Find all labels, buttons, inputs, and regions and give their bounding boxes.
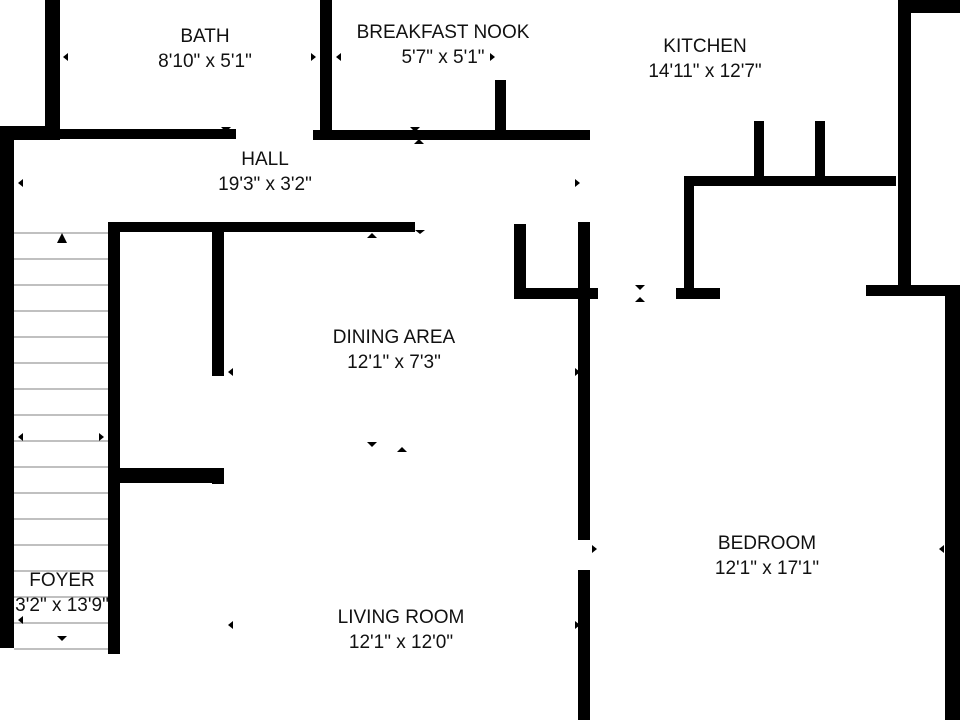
room-dimensions: 12'1" x 12'0" (348, 632, 454, 653)
room-name: BREAKFAST NOOK (356, 22, 530, 43)
room-label-bath: BATH 8'10" x 5'1" (158, 24, 252, 74)
room-label-foyer: FOYER 3'2" x 13'9" (15, 568, 109, 618)
room-name: KITCHEN (663, 36, 747, 57)
room-label-breakfast-nook: BREAKFAST NOOK 5'7" x 5'1" (357, 20, 530, 70)
room-dimensions: 14'11" x 12'7" (648, 61, 762, 82)
room-dimensions: 12'1" x 7'3" (347, 352, 441, 373)
room-label-living-room: LIVING ROOM 12'1" x 12'0" (338, 605, 465, 655)
room-label-dining-area: DINING AREA 12'1" x 7'3" (333, 325, 455, 375)
stair-up-arrow-icon (57, 233, 67, 243)
room-dimensions: 19'3" x 3'2" (218, 174, 312, 195)
room-name: FOYER (29, 570, 95, 591)
room-label-kitchen: KITCHEN 14'11" x 12'7" (648, 34, 761, 84)
room-name: BEDROOM (717, 533, 817, 554)
room-label-bedroom: BEDROOM 12'1" x 17'1" (715, 531, 819, 581)
room-dimensions: 5'7" x 5'1" (401, 47, 485, 68)
room-dimensions: 3'2" x 13'9" (15, 595, 109, 616)
room-name: DINING AREA (332, 327, 456, 348)
staircase (14, 232, 108, 650)
room-name: HALL (241, 149, 289, 170)
dimension-markers (18, 53, 944, 641)
room-label-hall: HALL 19'3" x 3'2" (218, 147, 312, 197)
room-name: BATH (180, 26, 230, 47)
room-dimensions: 8'10" x 5'1" (158, 51, 252, 72)
room-name: LIVING ROOM (337, 607, 465, 628)
room-dimensions: 12'1" x 17'1" (714, 558, 820, 579)
